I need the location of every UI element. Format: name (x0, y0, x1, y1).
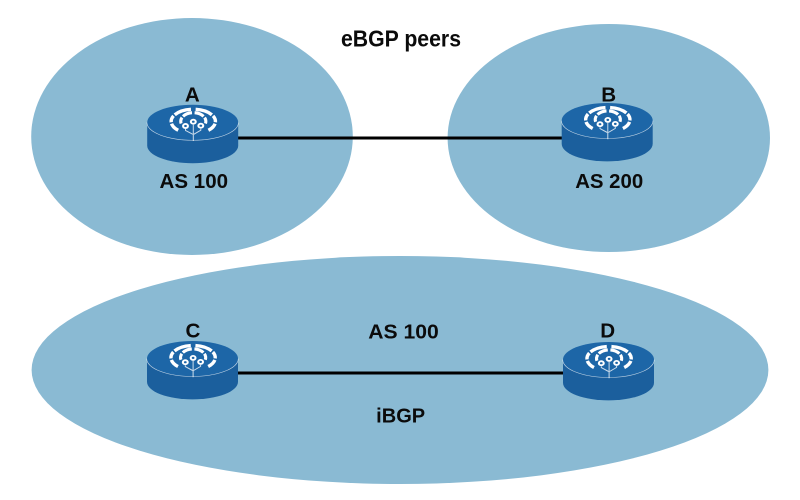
svg-text:A: A (185, 83, 200, 106)
svg-text:C: C (185, 320, 200, 343)
svg-text:iBGP: iBGP (376, 406, 425, 428)
svg-text:AS 100: AS 100 (368, 321, 439, 344)
svg-text:AS 200: AS 200 (575, 170, 643, 193)
svg-text:AS 100: AS 100 (160, 170, 229, 193)
svg-text:B: B (601, 83, 616, 106)
svg-text:D: D (600, 320, 615, 343)
svg-text:eBGP peers: eBGP peers (341, 25, 461, 51)
